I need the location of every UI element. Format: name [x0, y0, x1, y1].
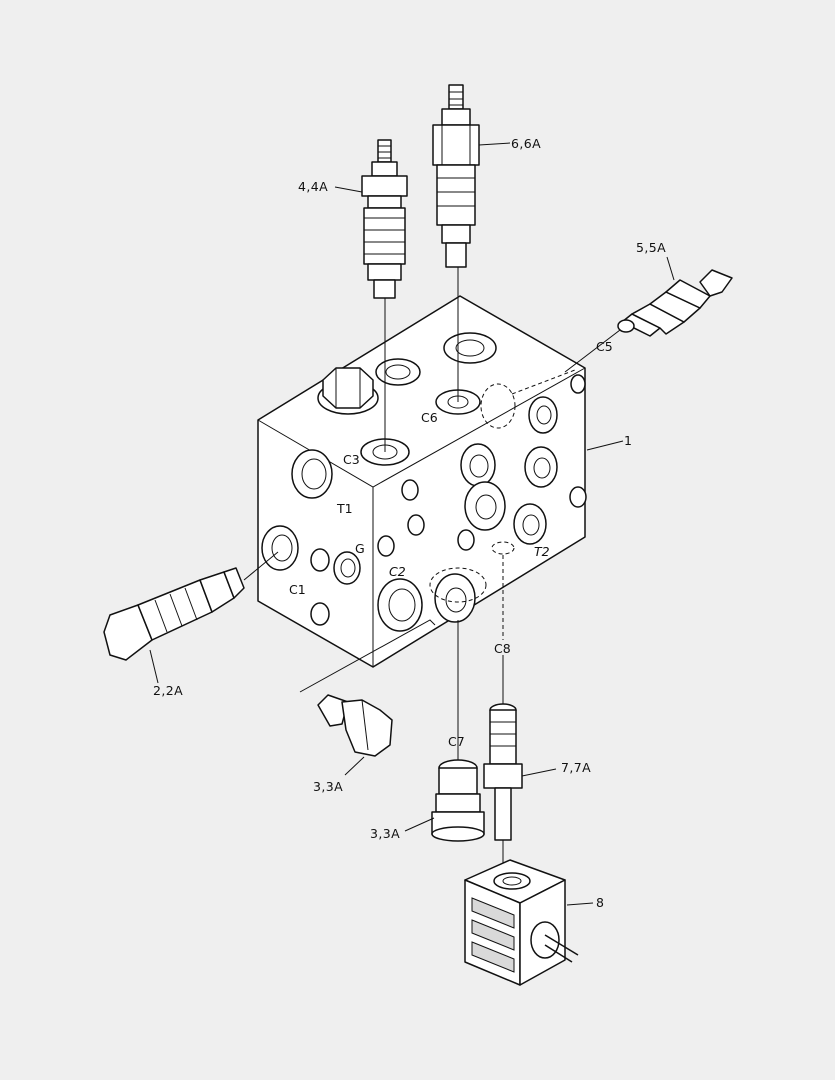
callout-cartridge-4: 4,4A [298, 179, 328, 194]
cartridge-4-4a [361, 139, 408, 299]
callout-plug-lower: 3,3A [313, 779, 343, 794]
port-c8: C8 [494, 641, 511, 656]
callout-coil: 8 [596, 895, 604, 910]
plug-3-3a-lower [317, 694, 393, 757]
callout-block: 1 [624, 433, 632, 448]
cartridge-6-6a [432, 84, 480, 268]
callout-solenoid-valve: 7,7A [561, 760, 591, 775]
hex-plug-top [317, 367, 379, 415]
port-c6: C6 [421, 410, 438, 425]
port-c5: C5 [596, 339, 613, 354]
port-c7: C7 [448, 734, 465, 749]
port-c1: C1 [289, 582, 306, 597]
manifold-block [257, 295, 587, 668]
port-c2: C2 [389, 564, 406, 579]
solenoid-coil-8 [464, 859, 579, 986]
callout-relief-valve: 2,2A [153, 683, 183, 698]
port-t2: T2 [534, 544, 550, 559]
callout-plug-c7: 3,3A [370, 826, 400, 841]
callout-cartridge-6: 6,6A [511, 136, 541, 151]
solenoid-valve-7-7a [483, 703, 523, 841]
relief-valve-2-2a [103, 567, 245, 661]
callout-cartridge-5: 5,5A [636, 240, 666, 255]
port-c3: C3 [343, 452, 360, 467]
plug-3-3a-c7 [431, 759, 485, 842]
port-g: G [355, 541, 365, 556]
port-t1: T1 [336, 501, 353, 516]
cartridge-5-5a [617, 269, 733, 337]
